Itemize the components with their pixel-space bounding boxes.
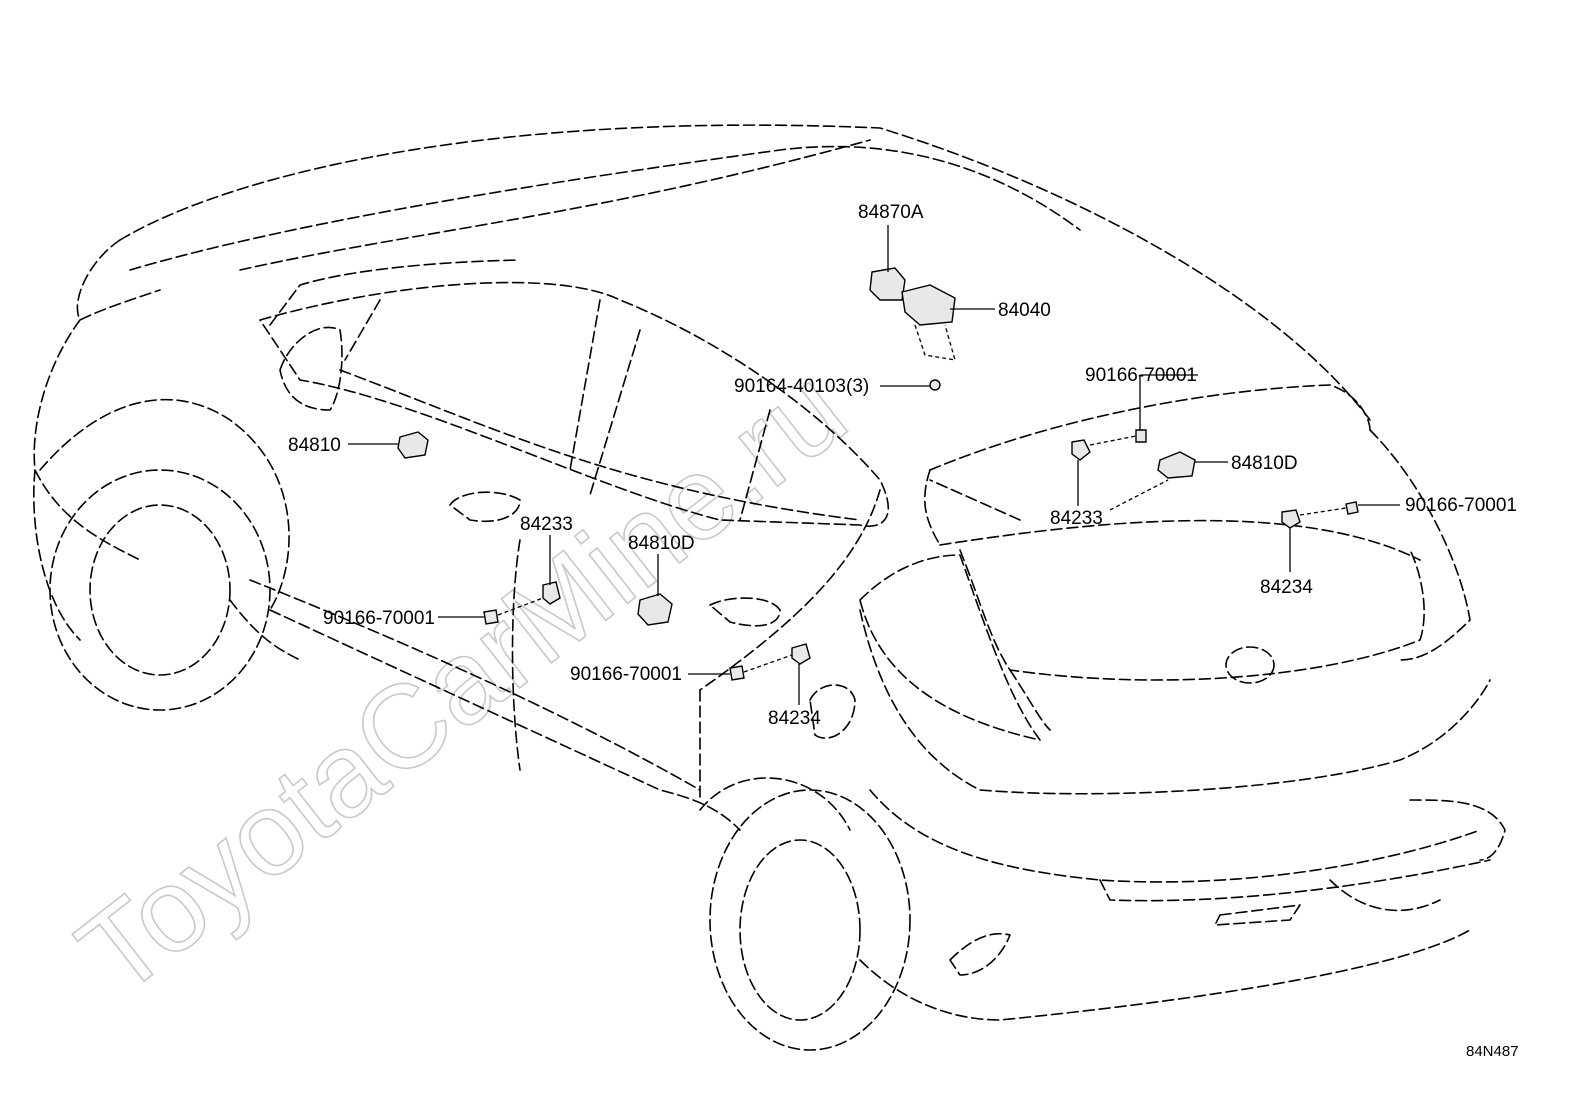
switch-84870A-shape	[869, 267, 906, 301]
lamp-84233-door-shape	[542, 581, 561, 605]
screw-90166-rear-top-shape	[1135, 429, 1147, 443]
label-84234-door: 84234	[768, 708, 821, 729]
lamp-84233-rear-shape	[1071, 439, 1091, 461]
label-90166-front: 90166-70001	[323, 608, 435, 629]
watermark-text: ToyotaCarMine.ru	[55, 343, 870, 1020]
label-84234-rear: 84234	[1260, 577, 1313, 598]
label-84870A: 84870A	[858, 202, 924, 223]
part-labels: 84870A 84040 90164-40103(3) 90166-70001 …	[288, 202, 1517, 729]
switch-84810D-rear-shape	[1157, 451, 1196, 479]
lamp-84234-rear-shape	[1281, 509, 1301, 529]
label-90166-rear-top: 90166-70001	[1085, 365, 1197, 386]
label-84040: 84040	[998, 300, 1051, 321]
screw-90166-door-shape	[729, 665, 745, 681]
switch-84810D-door-shape	[637, 593, 673, 626]
leader-lines	[348, 225, 1400, 705]
label-90164-40103: 90164-40103(3)	[734, 376, 869, 397]
label-84810: 84810	[288, 435, 341, 456]
screw-90164-shape	[929, 379, 941, 391]
label-84233-door: 84233	[520, 514, 573, 535]
label-84233-rear: 84233	[1050, 508, 1103, 529]
label-84810D-rear: 84810D	[1231, 453, 1298, 474]
label-84810D-door: 84810D	[628, 533, 695, 554]
car-outline	[33, 124, 1506, 1051]
label-90166-right: 90166-70001	[1405, 495, 1517, 516]
parts-group	[397, 267, 1359, 681]
screw-90166-front-shape	[483, 609, 499, 625]
screw-90166-right-shape	[1345, 501, 1359, 515]
label-90166-door: 90166-70001	[570, 664, 682, 685]
master-switch-84040-shape	[901, 284, 956, 326]
diagram-code: 84N487	[1466, 1043, 1519, 1060]
switch-84810-shape	[397, 431, 429, 459]
lamp-84234-door-shape	[791, 643, 811, 665]
